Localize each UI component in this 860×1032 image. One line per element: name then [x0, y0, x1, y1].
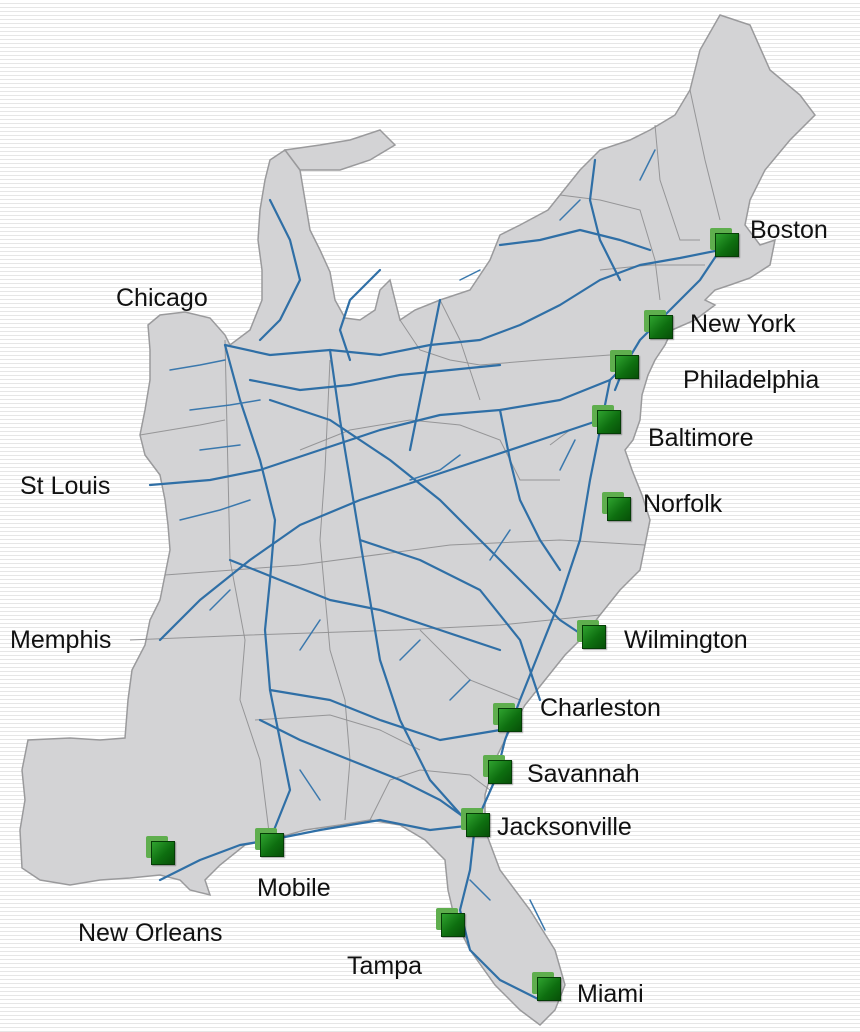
philadelphia-label: Philadelphia	[683, 366, 820, 394]
wilmington-marker[interactable]	[577, 620, 606, 649]
charleston-marker[interactable]	[493, 703, 522, 732]
baltimore-label: Baltimore	[648, 424, 754, 452]
state-borders	[129, 89, 721, 841]
miami-marker[interactable]	[532, 972, 561, 1001]
norfolk-label: Norfolk	[643, 490, 723, 518]
new-york-label: New York	[690, 310, 796, 338]
mobile-label: Mobile	[257, 874, 331, 902]
tampa-marker[interactable]	[436, 908, 465, 937]
memphis-label: Memphis	[10, 626, 112, 654]
savannah-label: Savannah	[527, 760, 640, 788]
new-york-marker[interactable]	[644, 310, 673, 339]
charleston-label: Charleston	[540, 694, 661, 722]
norfolk-marker[interactable]	[602, 492, 631, 521]
chicago-label: Chicago	[116, 284, 208, 312]
mobile-marker[interactable]	[255, 828, 284, 857]
upper-peninsula	[283, 129, 397, 171]
jacksonville-marker[interactable]	[461, 808, 490, 837]
baltimore-marker[interactable]	[592, 405, 621, 434]
eastern-us-landmass	[19, 14, 816, 1026]
tampa-label: Tampa	[347, 952, 423, 980]
new-orleans-marker[interactable]	[146, 836, 175, 865]
philadelphia-marker[interactable]	[610, 350, 639, 379]
jacksonville-label: Jacksonville	[497, 813, 632, 841]
new-orleans-label: New Orleans	[78, 919, 223, 947]
boston-label: Boston	[750, 216, 828, 244]
wilmington-label: Wilmington	[624, 626, 748, 654]
st-louis-label: St Louis	[20, 472, 111, 500]
miami-label: Miami	[577, 980, 644, 1008]
boston-marker[interactable]	[710, 228, 739, 257]
savannah-marker[interactable]	[483, 755, 512, 784]
